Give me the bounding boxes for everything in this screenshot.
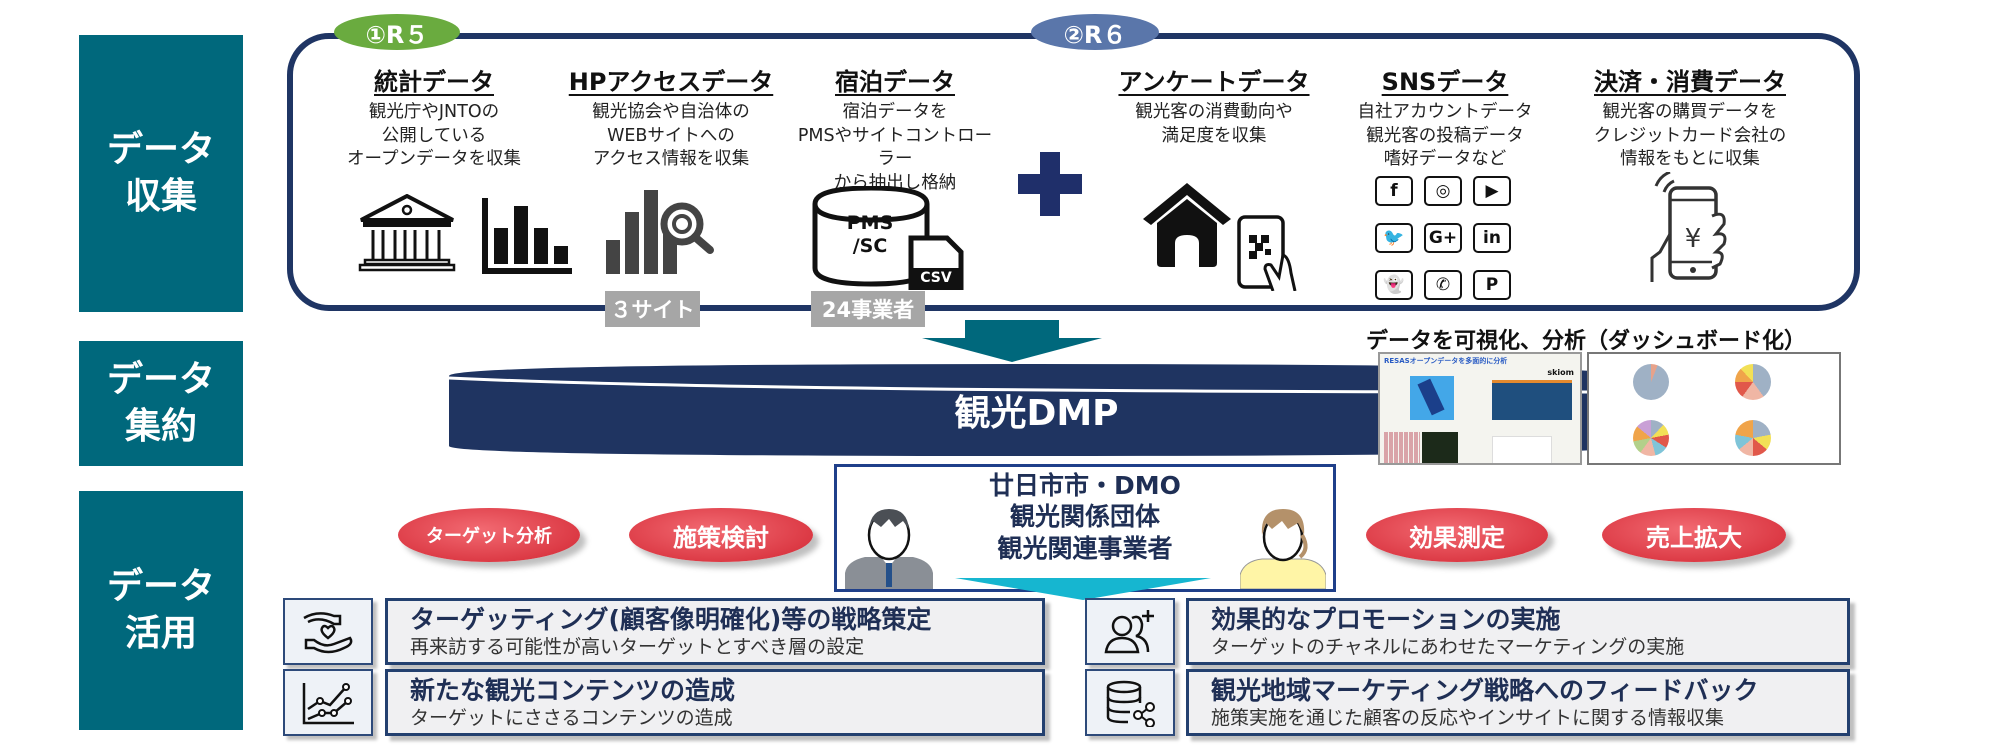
down-arrow-stem — [965, 320, 1059, 338]
icon-card-content — [283, 669, 373, 736]
pie-chart-4 — [1735, 420, 1771, 456]
dashboard-title: RESASオープンデータを多面的に分析 — [1384, 357, 1508, 365]
source-desc: 自社アカウントデータ 観光客の投稿データ 嗜好データなど — [1357, 102, 1533, 170]
action-card-targeting: ターゲッティング(顧客像明確化)等の戦略策定 再来訪する可能性が高いターゲットと… — [385, 598, 1045, 665]
source-sns: SNSデータ 自社アカウントデータ 観光客の投稿データ 嗜好データなど — [1320, 62, 1570, 172]
database-csv-icon — [812, 186, 964, 290]
card-title: 効果的なプロモーションの実施 — [1211, 605, 1561, 634]
sns-icon-grid: f ◎ ▶ 🐦 G+ in 👻 ✆ P — [1375, 176, 1511, 300]
yen-symbol: ¥ — [1684, 224, 1702, 254]
whatsapp-icon: ✆ — [1424, 270, 1462, 300]
youtube-icon: ▶ — [1473, 176, 1511, 206]
source-hp-access: HPアクセスデータ 観光協会や自治体の WEBサイトへの アクセス情報を収集 — [546, 62, 796, 172]
csv-label: CSV — [920, 270, 952, 286]
oval-effect-measurement: 効果測定 — [1366, 508, 1548, 562]
card-title: 観光地域マーケティング戦略へのフィードバック — [1211, 676, 1759, 705]
source-title: 統計データ — [374, 68, 494, 96]
dashboard-screenshot-map: RESASオープンデータを多面的に分析 skiom — [1378, 352, 1582, 465]
action-card-promotion: 効果的なプロモーションの実施 ターゲットのチャネルにあわせたマーケティングの実施 — [1186, 598, 1850, 665]
database-share-icon — [1106, 680, 1155, 727]
source-payment: 決済・消費データ 観光客の購買データを クレジットカード会社の 情報をもとに収集 — [1560, 62, 1820, 172]
oval-measure-planning: 施策検討 — [629, 508, 813, 562]
card-subtitle: ターゲットにささるコンテンツの造成 — [410, 707, 733, 729]
source-lodging: 宿泊データ 宿泊データを PMSやサイトコントローラー から抽出し格納 — [790, 62, 1000, 196]
mobile-payment-hand-icon — [1650, 172, 1727, 282]
phase-label-aggregation: データ 集約 — [79, 341, 243, 466]
card-subtitle: 施策実施を通じた顧客の反応やインサイトに関する情報収集 — [1211, 707, 1725, 729]
hands-heart-icon — [303, 611, 353, 653]
database-label: PMS /SC — [846, 212, 894, 257]
dashboard-caption: データを可視化、分析（ダッシュボード化） — [1366, 323, 1866, 355]
source-title: 宿泊データ — [835, 68, 955, 96]
dashboard-screenshot-pies — [1587, 352, 1841, 465]
source-desc: 観光庁やJNTOの 公開している オープンデータを収集 — [347, 102, 521, 170]
source-desc: 観光客の消費動向や 満足度を収集 — [1135, 102, 1293, 146]
source-statistics: 統計データ 観光庁やJNTOの 公開している オープンデータを収集 — [334, 62, 534, 172]
plus-icon-vertical — [1040, 152, 1060, 216]
pie-chart-1 — [1633, 364, 1669, 400]
source-title: 決済・消費データ — [1594, 68, 1786, 96]
action-card-content: 新たな観光コンテンツの造成 ターゲットにささるコンテンツの造成 — [385, 669, 1045, 736]
phase-label-utilization: データ 活用 — [79, 491, 243, 730]
icon-card-promotion — [1085, 598, 1175, 665]
count-tag-sites: ３サイト — [605, 291, 700, 327]
icon-card-feedback — [1085, 669, 1175, 736]
phase-label-collection: データ 収集 — [79, 35, 243, 312]
source-title: SNSデータ — [1381, 68, 1509, 96]
line-graph-icon — [302, 682, 354, 724]
satellite-panel — [1422, 432, 1458, 463]
card-title: 新たな観光コンテンツの造成 — [410, 676, 736, 705]
users-add-icon — [1104, 609, 1154, 653]
badge-r6: ②R６ — [1031, 14, 1159, 50]
pie-chart-2 — [1735, 364, 1771, 400]
source-desc: 観光協会や自治体の WEBサイトへの アクセス情報を収集 — [592, 102, 750, 170]
linkedin-icon: in — [1473, 223, 1511, 253]
source-desc: 観光客の購買データを クレジットカード会社の 情報をもとに収集 — [1593, 102, 1787, 170]
businessman-avatar-icon — [845, 509, 933, 589]
dashboard-brand: skiom — [1547, 368, 1574, 377]
source-desc: 宿泊データを PMSやサイトコントローラー から抽出し格納 — [797, 102, 993, 193]
pie-chart-3 — [1633, 420, 1669, 456]
down-arrow-icon — [922, 338, 1102, 362]
analytics-search-icon — [606, 190, 714, 274]
facebook-icon: f — [1375, 176, 1413, 206]
bar-chart-icon — [482, 198, 572, 274]
stakeholders-list: 廿日市市・DMO 観光関係団体 観光関連事業者 — [834, 470, 1336, 564]
twitter-icon: 🐦 — [1375, 223, 1413, 253]
pinterest-icon: P — [1473, 270, 1511, 300]
stakeholder-tourism-businesses: 観光関連事業者 — [997, 533, 1173, 563]
icon-card-targeting — [283, 598, 373, 665]
stakeholder-city-dmo: 廿日市市・DMO — [989, 471, 1181, 500]
dmp-label: 観光DMP — [954, 393, 1119, 434]
oval-target-analysis: ターゲット分析 — [398, 508, 580, 562]
heatmap-panel — [1492, 380, 1572, 420]
count-tag-businesses: 24事業者 — [811, 291, 925, 327]
house-qr-phone-icon — [1143, 183, 1297, 291]
card-subtitle: ターゲットのチャネルにあわせたマーケティングの実施 — [1211, 636, 1685, 658]
woman-avatar-icon — [1240, 509, 1326, 589]
snapchat-icon: 👻 — [1375, 270, 1413, 300]
government-building-icon — [358, 194, 456, 272]
google-plus-icon: G+ — [1424, 223, 1462, 253]
card-subtitle: 再来訪する可能性が高いターゲットとすべき層の設定 — [410, 636, 865, 658]
down-arrow-cyan-icon — [955, 578, 1211, 600]
badge-r5: ①R５ — [334, 14, 460, 50]
source-title: HPアクセスデータ — [568, 68, 774, 96]
stakeholder-tourism-orgs: 観光関係団体 — [1009, 502, 1160, 532]
source-survey: アンケートデータ 観光客の消費動向や 満足度を収集 — [1094, 62, 1334, 148]
oval-sales-expansion: 売上拡大 — [1602, 508, 1786, 562]
action-card-feedback: 観光地域マーケティング戦略へのフィードバック 施策実施を通じた顧客の反応やインサ… — [1186, 669, 1850, 736]
instagram-icon: ◎ — [1424, 176, 1462, 206]
scatter-panel — [1492, 436, 1552, 463]
stacked-bars-panel — [1384, 432, 1420, 463]
card-title: ターゲッティング(顧客像明確化)等の戦略策定 — [410, 605, 932, 634]
source-title: アンケートデータ — [1118, 68, 1310, 96]
